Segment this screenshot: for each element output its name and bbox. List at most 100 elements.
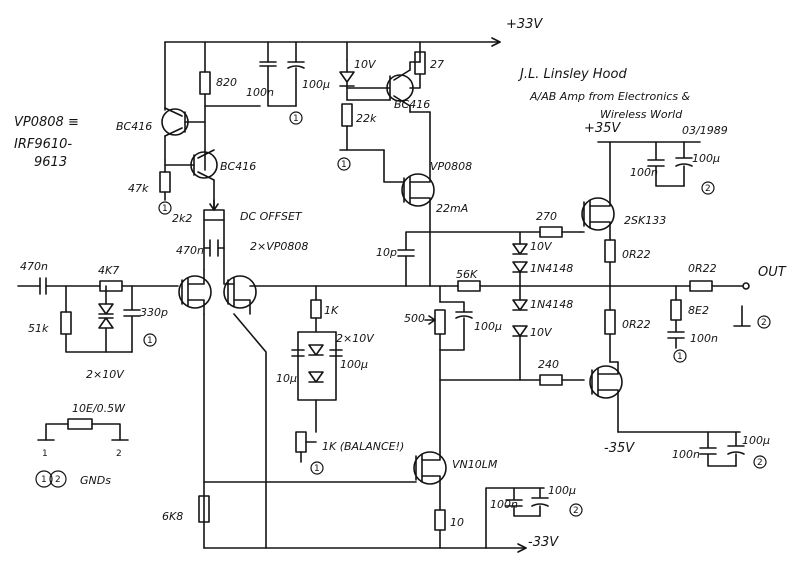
negative-33v-rail bbox=[203, 487, 549, 553]
label-c100u-bot: 100µ bbox=[548, 484, 576, 497]
label-q1: VP0808 ≡ bbox=[14, 115, 79, 130]
mosfet-vp0808-vas bbox=[346, 111, 435, 233]
resistor-0r22-a bbox=[604, 239, 616, 287]
label-c330p: 330p bbox=[140, 306, 168, 319]
ground-ref-1c: 1 bbox=[158, 201, 172, 215]
label-c470n-in: 470n bbox=[20, 260, 48, 273]
legend-g2: 2 bbox=[116, 449, 122, 459]
label-r500: 500 bbox=[404, 312, 425, 325]
label-i22: 22mA bbox=[436, 202, 468, 215]
ground-ref-1d: 1 bbox=[143, 333, 157, 347]
rail-label-pos35: +35V bbox=[584, 121, 621, 136]
label-c100u-m: 100µ bbox=[340, 358, 368, 371]
svg-text:2: 2 bbox=[705, 184, 711, 194]
label-c10u-m: 10µ bbox=[276, 372, 297, 385]
label-c10p: 10p bbox=[376, 246, 397, 259]
transistor-bc416-a bbox=[161, 107, 206, 161]
label-or22-out: 0R22 bbox=[688, 262, 717, 275]
capacitor-decoupling-top bbox=[204, 61, 305, 107]
resistor-27 bbox=[409, 51, 426, 89]
zener-10v-top bbox=[339, 59, 391, 101]
label-r22k: 22k bbox=[356, 112, 377, 125]
label-r10: 10 bbox=[450, 516, 464, 529]
svg-text:1: 1 bbox=[147, 336, 153, 346]
label-c100n-top: 100n bbox=[246, 86, 274, 99]
resistor-22k bbox=[339, 103, 353, 151]
output-line bbox=[444, 280, 750, 292]
label-k133: 2SK133 bbox=[624, 214, 666, 227]
svg-text:1: 1 bbox=[41, 475, 47, 485]
bias-diode-chain bbox=[512, 231, 528, 381]
svg-text:1: 1 bbox=[341, 160, 347, 170]
label-c470n-a: 470n bbox=[176, 244, 204, 257]
label-c100n-tr: 100n bbox=[630, 166, 658, 179]
label-z2x10v-m: 2×10V bbox=[336, 332, 375, 345]
label-1n4148-b: 1N4148 bbox=[530, 298, 573, 311]
legend-gnds: GNDs bbox=[80, 474, 111, 487]
label-or22-a: 0R22 bbox=[622, 248, 651, 261]
ground-ref-2a: 2 bbox=[701, 181, 715, 195]
label-vp0808: VP0808 bbox=[430, 160, 472, 173]
label-c100n-out: 100n bbox=[690, 332, 718, 345]
label-z2x10v-in: 2×10V bbox=[86, 368, 125, 381]
resistor-240 bbox=[439, 374, 585, 386]
label-bc416a: BC416 bbox=[116, 120, 152, 133]
label-r56k: 56K bbox=[456, 268, 478, 281]
label-c100n-bot: 100n bbox=[490, 498, 518, 511]
label-dcoffset: DC OFFSET bbox=[240, 210, 303, 223]
svg-text:2: 2 bbox=[761, 318, 767, 328]
label-r270: 270 bbox=[536, 210, 557, 223]
ground-ref-1f: 1 bbox=[673, 349, 687, 363]
positive-33v-rail bbox=[164, 37, 501, 111]
label-r4k7: 4K7 bbox=[98, 264, 119, 277]
legend-g1: 1 bbox=[42, 449, 48, 459]
positive-35v-rail bbox=[597, 141, 701, 187]
potentiometer-500 bbox=[424, 285, 473, 351]
label-pair: 2×VP0808 bbox=[250, 240, 308, 253]
bias-network-middle bbox=[291, 285, 343, 463]
label-bc416b: BC416 bbox=[220, 160, 256, 173]
label-bc416c: BC416 bbox=[394, 98, 430, 111]
capacitor-470n-bypass bbox=[203, 239, 225, 257]
mosfet-input-left bbox=[178, 247, 212, 549]
label-c100n-br: 100n bbox=[672, 448, 700, 461]
capacitor-10p bbox=[397, 231, 431, 287]
resistor-47k bbox=[159, 159, 171, 201]
label-pot1k: 1K (BALANCE!) bbox=[322, 440, 404, 453]
label-ground-resistor: 10E/0.5W bbox=[72, 402, 126, 415]
mosfet-2sk133 bbox=[579, 141, 615, 241]
negative-35v-rail bbox=[617, 431, 745, 467]
label-r240: 240 bbox=[538, 358, 559, 371]
label-r1k: 1K bbox=[324, 304, 339, 317]
label-vn10: VN10LM bbox=[452, 458, 498, 471]
ground-ref-1b: 1 bbox=[337, 157, 351, 171]
ground-ref-1: 1 bbox=[289, 111, 303, 125]
zobel-network bbox=[667, 285, 685, 349]
label-c100u-mid: 100µ bbox=[474, 320, 502, 333]
resistor-270 bbox=[429, 226, 581, 238]
mosfet-input-right bbox=[223, 247, 446, 549]
resistor-6k8 bbox=[198, 495, 210, 523]
mosfet-vn10lm bbox=[203, 451, 447, 511]
title-date: 03/1989 bbox=[682, 124, 728, 137]
input-circuit bbox=[17, 277, 179, 353]
svg-text:2: 2 bbox=[55, 475, 61, 485]
potentiometer-2k2-dc-offset bbox=[203, 199, 225, 249]
label-c100u-tr: 100µ bbox=[692, 152, 720, 165]
ground-ref-1e: 1 bbox=[310, 461, 324, 475]
label-q1b: IRF9610- bbox=[14, 137, 72, 152]
label-c100u-br: 100µ bbox=[742, 434, 770, 447]
label-r820: 820 bbox=[216, 76, 237, 89]
resistor-0r22-b bbox=[604, 285, 616, 363]
transistor-bc416-b bbox=[164, 149, 218, 211]
title-line1: A/AB Amp from Electronics & bbox=[529, 90, 691, 103]
svg-text:1: 1 bbox=[162, 204, 168, 214]
label-r27: 27 bbox=[430, 58, 444, 71]
rail-label-neg35: -35V bbox=[604, 441, 635, 456]
label-r8e2: 8E2 bbox=[688, 304, 709, 317]
label-out: OUT bbox=[758, 265, 787, 280]
label-r47k: 47k bbox=[128, 182, 149, 195]
ground-legend: 1 2 bbox=[35, 418, 129, 488]
